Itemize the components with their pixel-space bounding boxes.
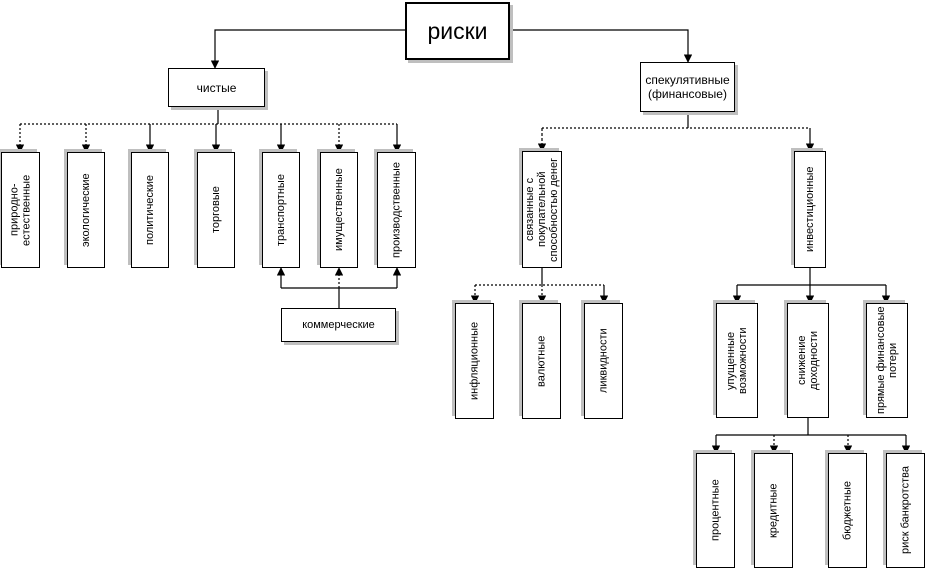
node-investment-item-label: упущенные возможности (725, 327, 749, 394)
node-pure-label: чистые (196, 80, 237, 95)
node-commercial: коммерческие (281, 308, 396, 342)
node-pure-item: политические (131, 152, 169, 268)
node-purchasing-item-label: валютные (535, 335, 548, 387)
node-investment-item-label: снижение доходности (796, 331, 820, 390)
node-investment-item: снижение доходности (787, 303, 829, 418)
node-pure: чистые (168, 68, 265, 107)
node-income-item: процентные (696, 453, 735, 568)
node-purchasing-item: валютные (522, 303, 561, 419)
node-purchasing-power: связанные с покупательной способностью д… (522, 151, 562, 268)
node-income-item: бюджетные (828, 453, 867, 568)
node-income-item: риск банкротства (886, 453, 925, 568)
node-investment-label: инвестиционные (804, 166, 816, 253)
node-income-item: кредитные (754, 453, 793, 568)
node-purchasing-item: инфляционные (455, 303, 494, 419)
node-pure-item-label: природно- естественные (8, 174, 33, 246)
node-root-label: риски (427, 18, 488, 44)
node-purchasing-item: ликвидности (584, 303, 623, 419)
node-investment-item: прямые финансовые потери (866, 303, 908, 418)
node-pure-item: производственные (377, 152, 416, 268)
edge-root-pure (210, 29, 405, 69)
node-investment-item-label: прямые финансовые потери (875, 306, 899, 415)
node-commercial-label: коммерческие (302, 319, 375, 331)
node-pure-item: экологические (67, 152, 105, 268)
node-pure-item: транспортные (262, 152, 300, 268)
node-income-item-label: кредитные (767, 483, 780, 538)
node-investment-item: упущенные возможности (716, 303, 758, 418)
node-root: риски (405, 2, 510, 60)
node-investment: инвестиционные (794, 151, 826, 268)
node-pure-item-label: имущественные (333, 168, 345, 252)
node-pure-item-label: экологические (80, 173, 92, 247)
node-pure-item-label: производственные (390, 162, 403, 258)
node-pure-item-label: политические (144, 175, 156, 246)
node-income-item-label: бюджетные (841, 481, 854, 540)
node-pure-item: имущественные (320, 152, 358, 268)
node-pure-item-label: транспортные (275, 174, 287, 246)
node-speculative: спекулятивные (финансовые) (640, 62, 735, 112)
node-income-item-label: риск банкротства (899, 466, 912, 555)
node-pure-item-label: торговые (210, 186, 222, 234)
edge-root-speculative (510, 29, 693, 63)
node-purchasing-item-label: ликвидности (597, 328, 610, 394)
node-pure-item: торговые (197, 152, 235, 268)
node-purchasing-power-label: связанные с покупательной способностью д… (524, 157, 560, 262)
node-income-item-label: процентные (709, 479, 722, 542)
node-purchasing-item-label: инфляционные (468, 321, 481, 401)
node-speculative-label: спекулятивные (финансовые) (645, 73, 730, 101)
node-pure-item: природно- естественные (1, 152, 40, 268)
